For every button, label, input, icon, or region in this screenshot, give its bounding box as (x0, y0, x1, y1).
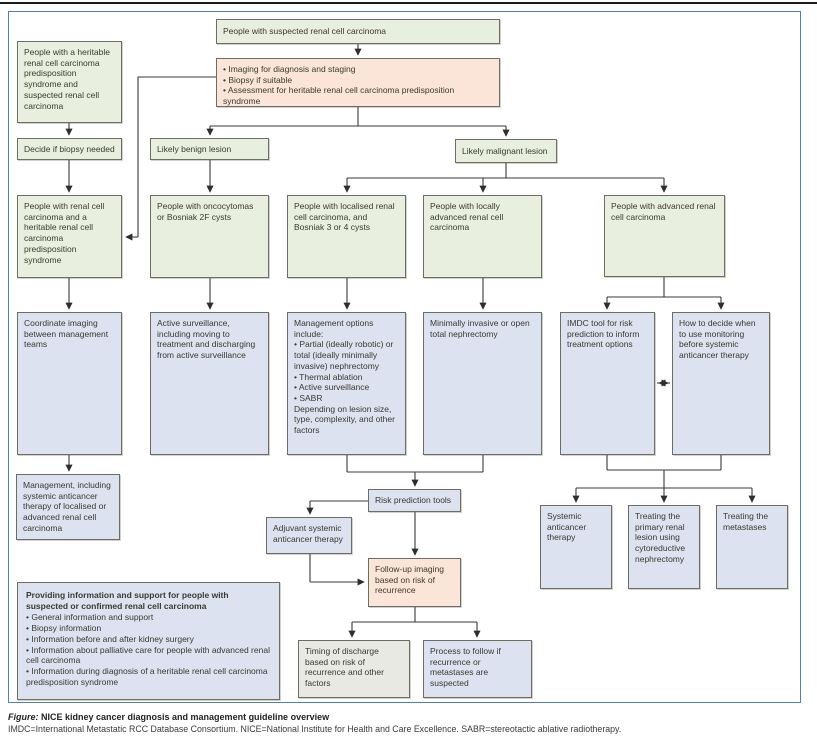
caption-title: NICE kidney cancer diagnosis and managem… (38, 712, 330, 722)
node-follow-up-imaging: Follow-up imaging based on risk of recur… (368, 558, 461, 607)
node-information-support-bullets: • General information and support • Biop… (26, 612, 270, 687)
node-systemic-therapy: Systemic anticancer therapy (540, 505, 612, 589)
node-workup-label: • Imaging for diagnosis and staging • Bi… (223, 64, 455, 107)
node-suspected-rcc-label: People with suspected renal cell carcino… (223, 26, 387, 37)
node-localised-rcc: People with localised renal cell carcino… (287, 195, 406, 278)
node-likely-malignant: Likely malignant lesion (455, 139, 557, 163)
node-coordinate-imaging: Coordinate imaging between management te… (17, 312, 122, 455)
node-heritable-rcc: People with renal cell carcinoma and a h… (17, 195, 122, 278)
node-imdc-tool: IMDC tool for risk prediction to inform … (560, 312, 655, 455)
node-localised-rcc-label: People with localised renal cell carcino… (294, 201, 395, 233)
node-likely-malignant-label: Likely malignant lesion (462, 145, 548, 156)
node-adjuvant-therapy: Adjuvant systemic anticancer therapy (266, 517, 352, 554)
node-locally-advanced-rcc-label: People with locally advanced renal cell … (430, 201, 504, 233)
node-management-systemic: Management, including systemic anticance… (16, 474, 120, 540)
node-cytoreductive-nephrectomy-label: Treating the primary renal lesion using … (635, 511, 686, 564)
node-oncocytomas-label: People with oncocytomas or Bosniak 2F cy… (157, 201, 254, 222)
node-systemic-therapy-label: Systemic anticancer therapy (547, 511, 587, 543)
node-recurrence-process-label: Process to follow if recurrence or metas… (430, 646, 501, 689)
node-imdc-tool-label: IMDC tool for risk prediction to inform … (567, 318, 640, 350)
node-suspected-rcc: People with suspected renal cell carcino… (216, 19, 500, 44)
node-total-nephrectomy: Minimally invasive or open total nephrec… (423, 312, 542, 455)
top-rule (0, 2, 817, 4)
node-likely-benign: Likely benign lesion (150, 138, 269, 160)
caption-figure-label: Figure: (8, 712, 39, 722)
node-decide-biopsy: Decide if biopsy needed (17, 138, 122, 160)
node-management-options-label: Management options include: • Partial (i… (294, 318, 395, 436)
node-follow-up-imaging-label: Follow-up imaging based on risk of recur… (375, 564, 444, 596)
node-treating-metastases-label: Treating the metastases (723, 511, 769, 532)
node-risk-prediction-tools: Risk prediction tools (368, 489, 461, 512)
node-advanced-rcc: People with advanced renal cell carcinom… (604, 195, 725, 277)
node-monitoring-decision: How to decide when to use monitoring bef… (672, 312, 770, 455)
caption-footnote: IMDC=International Metastatic RCC Databa… (8, 724, 622, 734)
node-oncocytomas: People with oncocytomas or Bosniak 2F cy… (150, 195, 269, 278)
node-adjuvant-therapy-label: Adjuvant systemic anticancer therapy (273, 523, 343, 544)
node-workup: • Imaging for diagnosis and staging • Bi… (216, 58, 500, 107)
node-heritable-suspected: People with a heritable renal cell carci… (17, 41, 122, 123)
node-active-surveillance: Active surveillance, including moving to… (150, 312, 269, 455)
node-coordinate-imaging-label: Coordinate imaging between management te… (24, 318, 109, 350)
node-cytoreductive-nephrectomy: Treating the primary renal lesion using … (628, 505, 700, 589)
node-monitoring-decision-label: How to decide when to use monitoring bef… (679, 318, 756, 361)
node-heritable-suspected-label: People with a heritable renal cell carci… (24, 47, 111, 111)
node-active-surveillance-label: Active surveillance, including moving to… (157, 318, 256, 361)
node-timing-discharge: Timing of discharge based on risk of rec… (298, 640, 410, 698)
node-information-support: Providing information and support for pe… (17, 582, 280, 700)
node-recurrence-process: Process to follow if recurrence or metas… (423, 640, 532, 698)
node-advanced-rcc-label: People with advanced renal cell carcinom… (611, 201, 716, 222)
node-total-nephrectomy-label: Minimally invasive or open total nephrec… (430, 318, 530, 339)
node-timing-discharge-label: Timing of discharge based on risk of rec… (305, 646, 384, 689)
node-risk-prediction-tools-label: Risk prediction tools (375, 495, 452, 506)
node-management-options: Management options include: • Partial (i… (287, 312, 406, 455)
node-management-systemic-label: Management, including systemic anticance… (23, 480, 111, 533)
node-locally-advanced-rcc: People with locally advanced renal cell … (423, 195, 542, 278)
figure-caption: Figure: NICE kidney cancer diagnosis and… (8, 712, 808, 734)
caption-title-line: Figure: NICE kidney cancer diagnosis and… (8, 712, 808, 722)
node-heritable-rcc-label: People with renal cell carcinoma and a h… (24, 201, 105, 265)
node-likely-benign-label: Likely benign lesion (157, 143, 232, 154)
node-information-support-title: Providing information and support for pe… (26, 590, 229, 611)
node-treating-metastases: Treating the metastases (716, 505, 788, 589)
node-decide-biopsy-label: Decide if biopsy needed (24, 143, 115, 154)
